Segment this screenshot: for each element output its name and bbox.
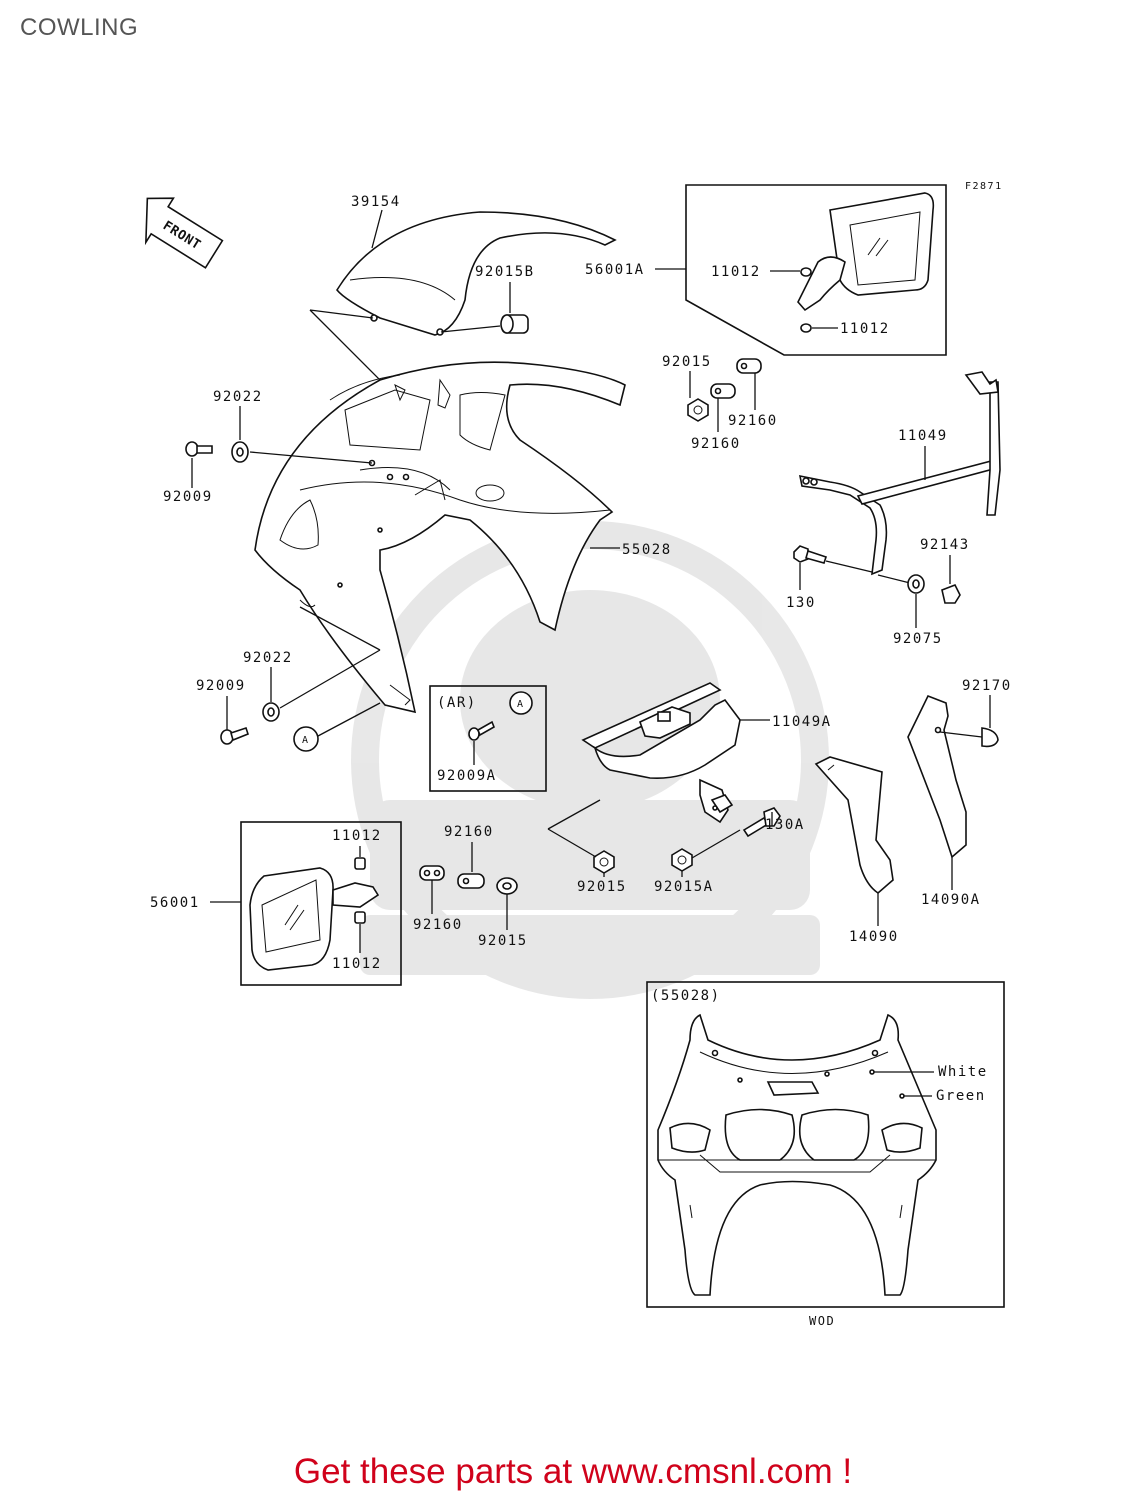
wod-label: WOD [809,1314,835,1328]
front-arrow-icon: FRONT [144,197,224,269]
bolt-130 [793,545,828,564]
callout-130a: 130A [765,817,805,833]
grommet-92015-lower [496,877,518,895]
plate-92160-a [736,358,762,374]
mirror-56001-box [240,821,402,986]
callout-39154: 39154 [351,194,401,210]
page-title: COWLING [20,14,139,41]
bracket-14090a-part [907,694,967,859]
callout-11012-top1: 11012 [711,264,761,280]
color-inset-box [646,981,1005,1308]
callout-11012-bot2: 11012 [332,956,382,972]
ref-a-2: A [517,699,525,710]
windscreen-part [336,211,617,336]
ar-label: (AR) [437,695,477,711]
clip-92143 [941,583,961,604]
washer-92022-lower [262,702,280,722]
grommet-92075 [907,574,925,594]
color-white-label: White [938,1064,988,1080]
cowling-front-view-part [657,1013,937,1296]
callout-11012-bot1: 11012 [332,828,382,844]
plate-92160-d [457,873,485,889]
callout-92009-upper: 92009 [163,489,213,505]
stay-11049-part [798,371,1001,576]
clip-92170 [981,727,999,748]
callout-130: 130 [786,595,816,611]
callout-92160-d: 92160 [413,917,463,933]
callout-14090: 14090 [849,929,899,945]
callout-92015-lower: 92015 [577,879,627,895]
callout-92022-lower: 92022 [243,650,293,666]
ar-detail-box [429,685,547,792]
bolt-92009a [468,720,496,741]
cmsnl-footer-link[interactable]: Get these parts at www.cmsnl.com ! [293,1452,853,1491]
bolt-92009-upper [185,441,213,457]
mirror-56001a-part [797,192,935,333]
callout-92160-c: 92160 [444,824,494,840]
callout-55028: 55028 [622,542,672,558]
figure-code: F2871 [965,181,1003,192]
callout-92143: 92143 [920,537,970,553]
callout-92170: 92170 [962,678,1012,694]
nut-92015a [671,848,693,872]
callout-92015-upper: 92015 [662,354,712,370]
callout-11049: 11049 [898,428,948,444]
bolt-92009-lower [220,726,249,745]
color-green-label: Green [936,1088,986,1104]
upper-cowling-part [254,361,626,714]
callout-11049a: 11049A [772,714,832,730]
callout-92015-lower-mid: 92015 [478,933,528,949]
callout-92022-upper: 92022 [213,389,263,405]
bracket-14090-part [814,756,894,895]
stay-11049a-part [581,682,741,824]
callout-92015b: 92015B [475,264,535,280]
ref-a-circle-1 [293,726,319,752]
grommet-92015b [500,314,529,334]
inset-ref-label: (55028) [651,988,721,1004]
washer-92022-upper [231,441,249,463]
callout-92009a: 92009A [437,768,497,784]
callout-92009-lower: 92009 [196,678,246,694]
callout-14090a: 14090A [921,892,981,908]
callout-92015a: 92015A [654,879,714,895]
ref-a-1: A [302,735,310,746]
mirror-56001-part [249,857,380,971]
callout-56001: 56001 [150,895,200,911]
mirror-56001a-box [685,184,947,356]
callout-56001a: 56001A [585,262,645,278]
callout-92160-a: 92160 [728,413,778,429]
plate-92160-c [419,865,445,881]
callout-92075: 92075 [893,631,943,647]
callout-11012-top2: 11012 [840,321,890,337]
callout-92160-b: 92160 [691,436,741,452]
plate-92160-b [710,383,736,399]
nut-92015-upper [687,398,709,422]
nut-92015-lower [593,850,615,874]
ref-a-circle-2 [509,691,533,715]
